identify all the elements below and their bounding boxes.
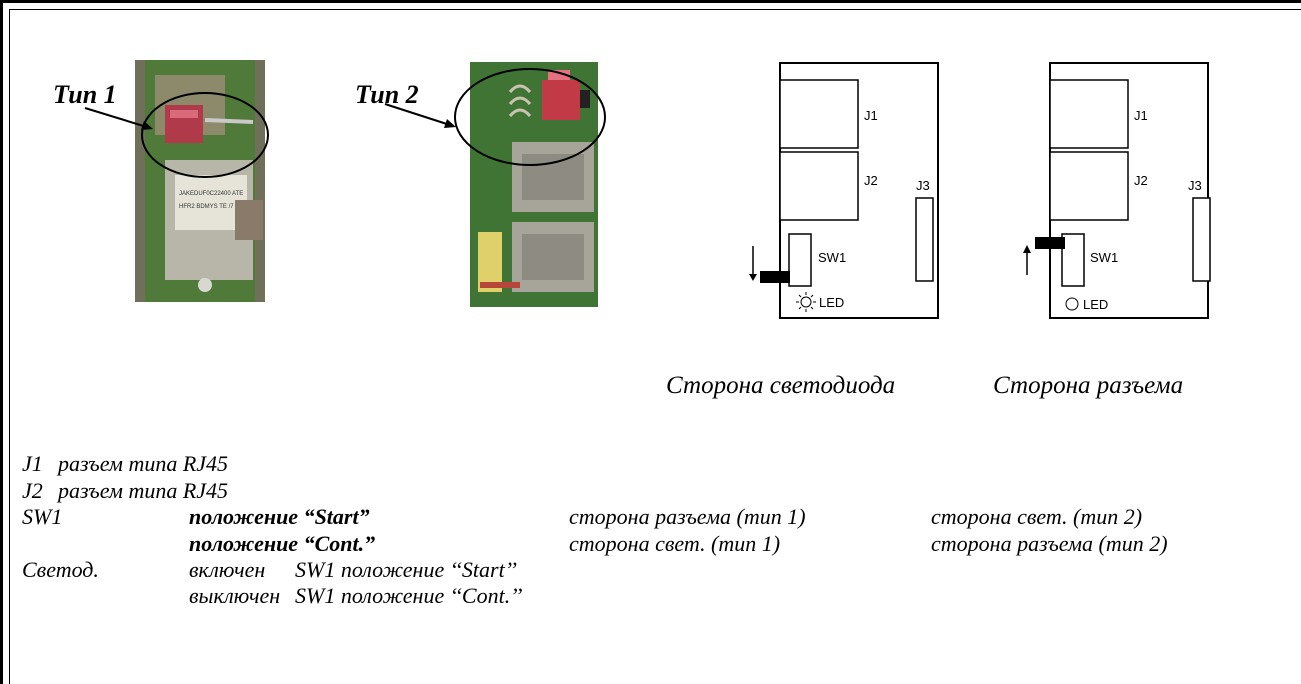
legend-j1-desc: разъем типа RJ45	[58, 451, 229, 476]
led-side-diagram: J1 J2 J3 SW1 LED	[749, 62, 939, 319]
legend-sw1-cont-position: положение “Cont.”	[189, 531, 376, 556]
legend-led-name: Светод.	[22, 557, 99, 582]
led-on-icon	[796, 292, 816, 312]
legend-led-off-sw: SW1 положение ‘‘Cont.’’	[295, 583, 523, 608]
led-side-j2-label: J2	[864, 173, 878, 188]
led-side-sw1-label: SW1	[818, 250, 846, 265]
led-side-caption: Сторона светодиода	[666, 372, 896, 399]
legend-j2-name: J2	[22, 478, 43, 503]
connector-side-led-label: LED	[1083, 297, 1108, 312]
led-side-j3-label: J3	[916, 178, 930, 193]
connector-side-j3-label: J3	[1188, 178, 1202, 193]
connector-side-j1-label: J1	[1134, 108, 1148, 123]
type1-highlight-circle	[141, 92, 269, 178]
type1-photo-label-text-2: HFR2 BDMYS TE /7	[179, 204, 234, 210]
legend-sw1-start-type2: сторона свет. (тип 2)	[931, 504, 1143, 529]
connector-side-j2-label: J2	[1134, 173, 1148, 188]
type1-photo-label-text: JAKEDUF0C22400 ATE	[179, 191, 243, 197]
legend-led-off: выключен	[189, 583, 281, 608]
led-side-j1-box	[779, 79, 859, 149]
legend-sw1-cont-type1: сторона свет. (тип 1)	[569, 531, 781, 556]
connector-side-diagram: J1 J2 J3 SW1 LED	[1023, 62, 1211, 319]
connector-side-up-arrowhead	[1023, 245, 1031, 253]
led-side-led-label: LED	[819, 295, 844, 310]
legend-sw1-cont-type2: сторона разъема (тип 2)	[931, 531, 1168, 556]
led-side-j3-box	[915, 197, 934, 282]
connector-side-sw1-lever	[1035, 237, 1065, 249]
connector-side-caption: Сторона разъема	[993, 372, 1184, 399]
legend-sw1-name: SW1	[22, 504, 63, 529]
led-side-j1-label: J1	[864, 108, 878, 123]
led-side-j2-box	[779, 151, 859, 221]
legend-led-on-sw: SW1 положение ‘‘Start’’	[295, 557, 517, 582]
connector-side-sw1-box	[1061, 233, 1085, 287]
led-side-sw1-box	[788, 233, 812, 287]
type1-label: Тип 1	[53, 80, 117, 109]
led-off-icon	[1065, 297, 1079, 311]
legend-led-on: включен	[189, 557, 266, 582]
type2-arrowhead	[444, 119, 456, 128]
type1-arrow	[84, 107, 151, 129]
connector-side-sw1-label: SW1	[1090, 250, 1118, 265]
legend-j2-desc: разъем типа RJ45	[58, 478, 229, 503]
page-frame-inner	[9, 9, 1301, 684]
led-side-sw1-lever	[760, 271, 790, 283]
led-side-down-arrowhead	[749, 274, 757, 281]
type2-highlight-circle	[454, 68, 606, 166]
legend-sw1-start-position: положение “Start”	[189, 504, 370, 529]
connector-side-j2-box	[1049, 151, 1129, 221]
type1-photo: JAKEDUF0C22400 ATE HFR2 BDMYS TE /7	[135, 60, 265, 302]
type2-arrow	[384, 103, 454, 127]
type1-board-image: JAKEDUF0C22400 ATE HFR2 BDMYS TE /7	[135, 60, 265, 302]
connector-side-j1-box	[1049, 79, 1129, 149]
connector-side-j3-box	[1192, 197, 1211, 282]
legend-j1-name: J1	[22, 451, 43, 476]
legend-sw1-start-type1: сторона разъема (тип 1)	[569, 504, 806, 529]
